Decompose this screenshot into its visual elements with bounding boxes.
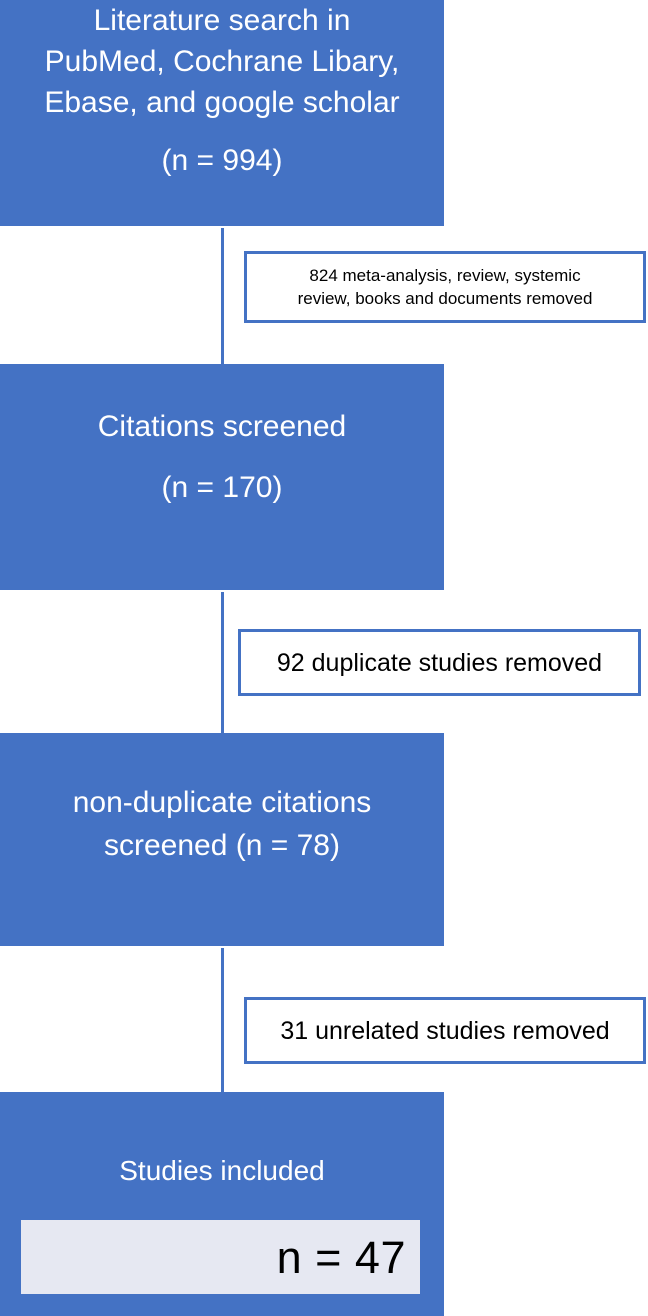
process-box-count: (n = 994)	[161, 144, 283, 177]
process-box-line: screened (n = 78)	[104, 829, 340, 862]
connector-line-1	[221, 228, 224, 366]
exclusion-note-line: 92 duplicate studies removed	[276, 648, 603, 677]
process-box-line: Ebase, and google scholar	[44, 86, 400, 119]
included-result-panel: n = 47	[21, 1220, 420, 1294]
exclusion-note-2: 92 duplicate studies removed	[238, 629, 641, 696]
process-box-line: Citations screened	[97, 410, 347, 443]
connector-line-3	[221, 948, 224, 1092]
connector-line-2	[221, 592, 224, 733]
process-box-studies-included: Studies included n = 47	[0, 1092, 444, 1316]
exclusion-note-3: 31 unrelated studies removed	[244, 997, 646, 1064]
exclusion-note-1: 824 meta-analysis, review, systemic revi…	[244, 251, 646, 323]
exclusion-note-line: review, books and documents removed	[297, 289, 593, 308]
process-box-citations-screened: Citations screened (n = 170)	[0, 364, 444, 590]
process-box-line: non-duplicate citations	[72, 786, 372, 819]
process-box-literature-search: Literature search in PubMed, Cochrane Li…	[0, 0, 444, 226]
included-count-value: n = 47	[276, 1231, 406, 1283]
process-box-line: Literature search in	[93, 4, 351, 37]
process-box-line: PubMed, Cochrane Libary,	[44, 45, 400, 78]
process-box-line: Studies included	[119, 1155, 325, 1186]
exclusion-note-line: 824 meta-analysis, review, systemic	[309, 266, 581, 285]
exclusion-note-line: 31 unrelated studies removed	[280, 1016, 610, 1045]
process-box-non-duplicate-citations: non-duplicate citations screened (n = 78…	[0, 733, 444, 946]
process-box-count: (n = 170)	[161, 471, 283, 504]
